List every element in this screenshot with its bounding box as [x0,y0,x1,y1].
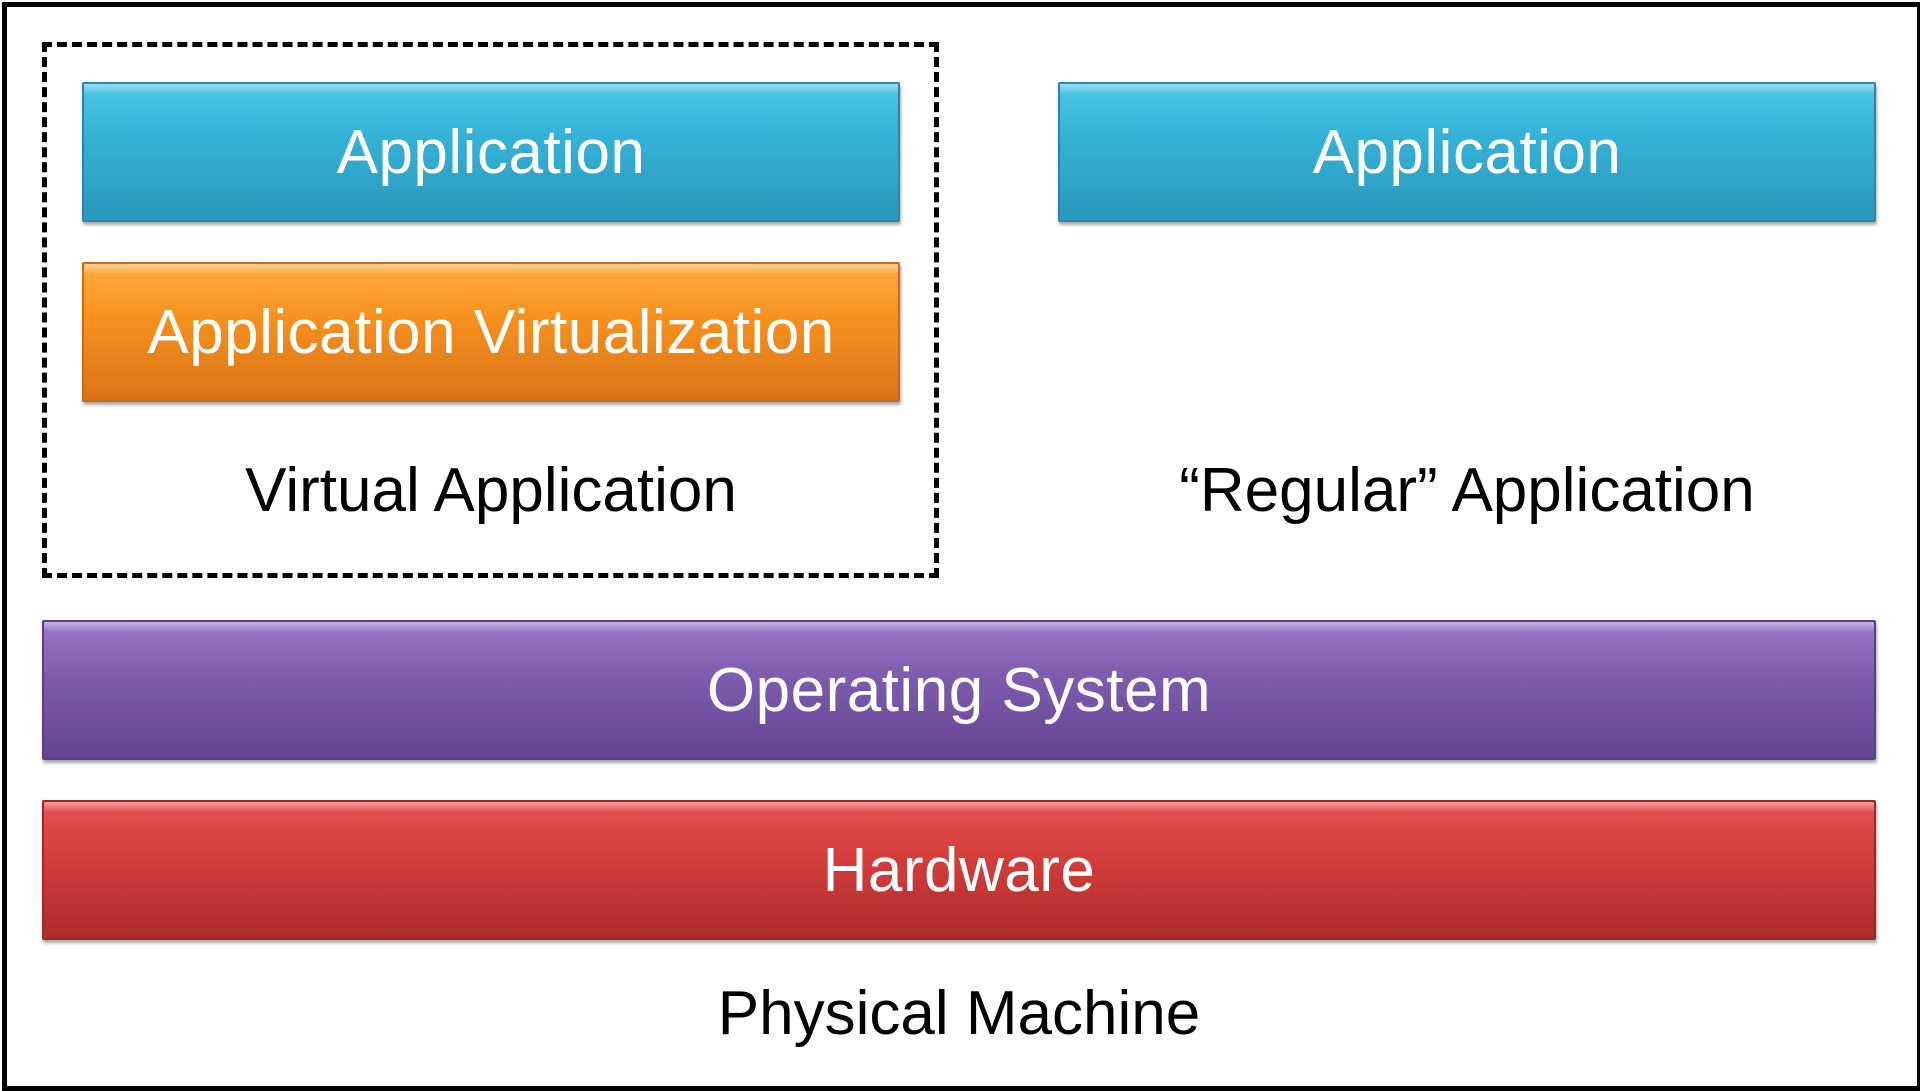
operating-system-block: Operating System [42,620,1876,760]
application-virtualization-label: Application Virtualization [147,297,835,367]
virtual-application-boundary [42,42,939,578]
virtual-application-label: Application [336,117,646,187]
application-virtualization-block: Application Virtualization [82,262,900,402]
regular-application-block: Application [1058,82,1876,222]
physical-machine-caption: Physical Machine [717,979,1201,1048]
operating-system-label: Operating System [706,655,1212,725]
hardware-block: Hardware [42,800,1876,940]
virtual-application-caption: Virtual Application [245,456,737,525]
hardware-label: Hardware [822,835,1096,905]
virtual-application-block: Application [82,82,900,222]
regular-application-caption: “Regular” Application [1179,456,1755,525]
regular-application-label: Application [1312,117,1622,187]
